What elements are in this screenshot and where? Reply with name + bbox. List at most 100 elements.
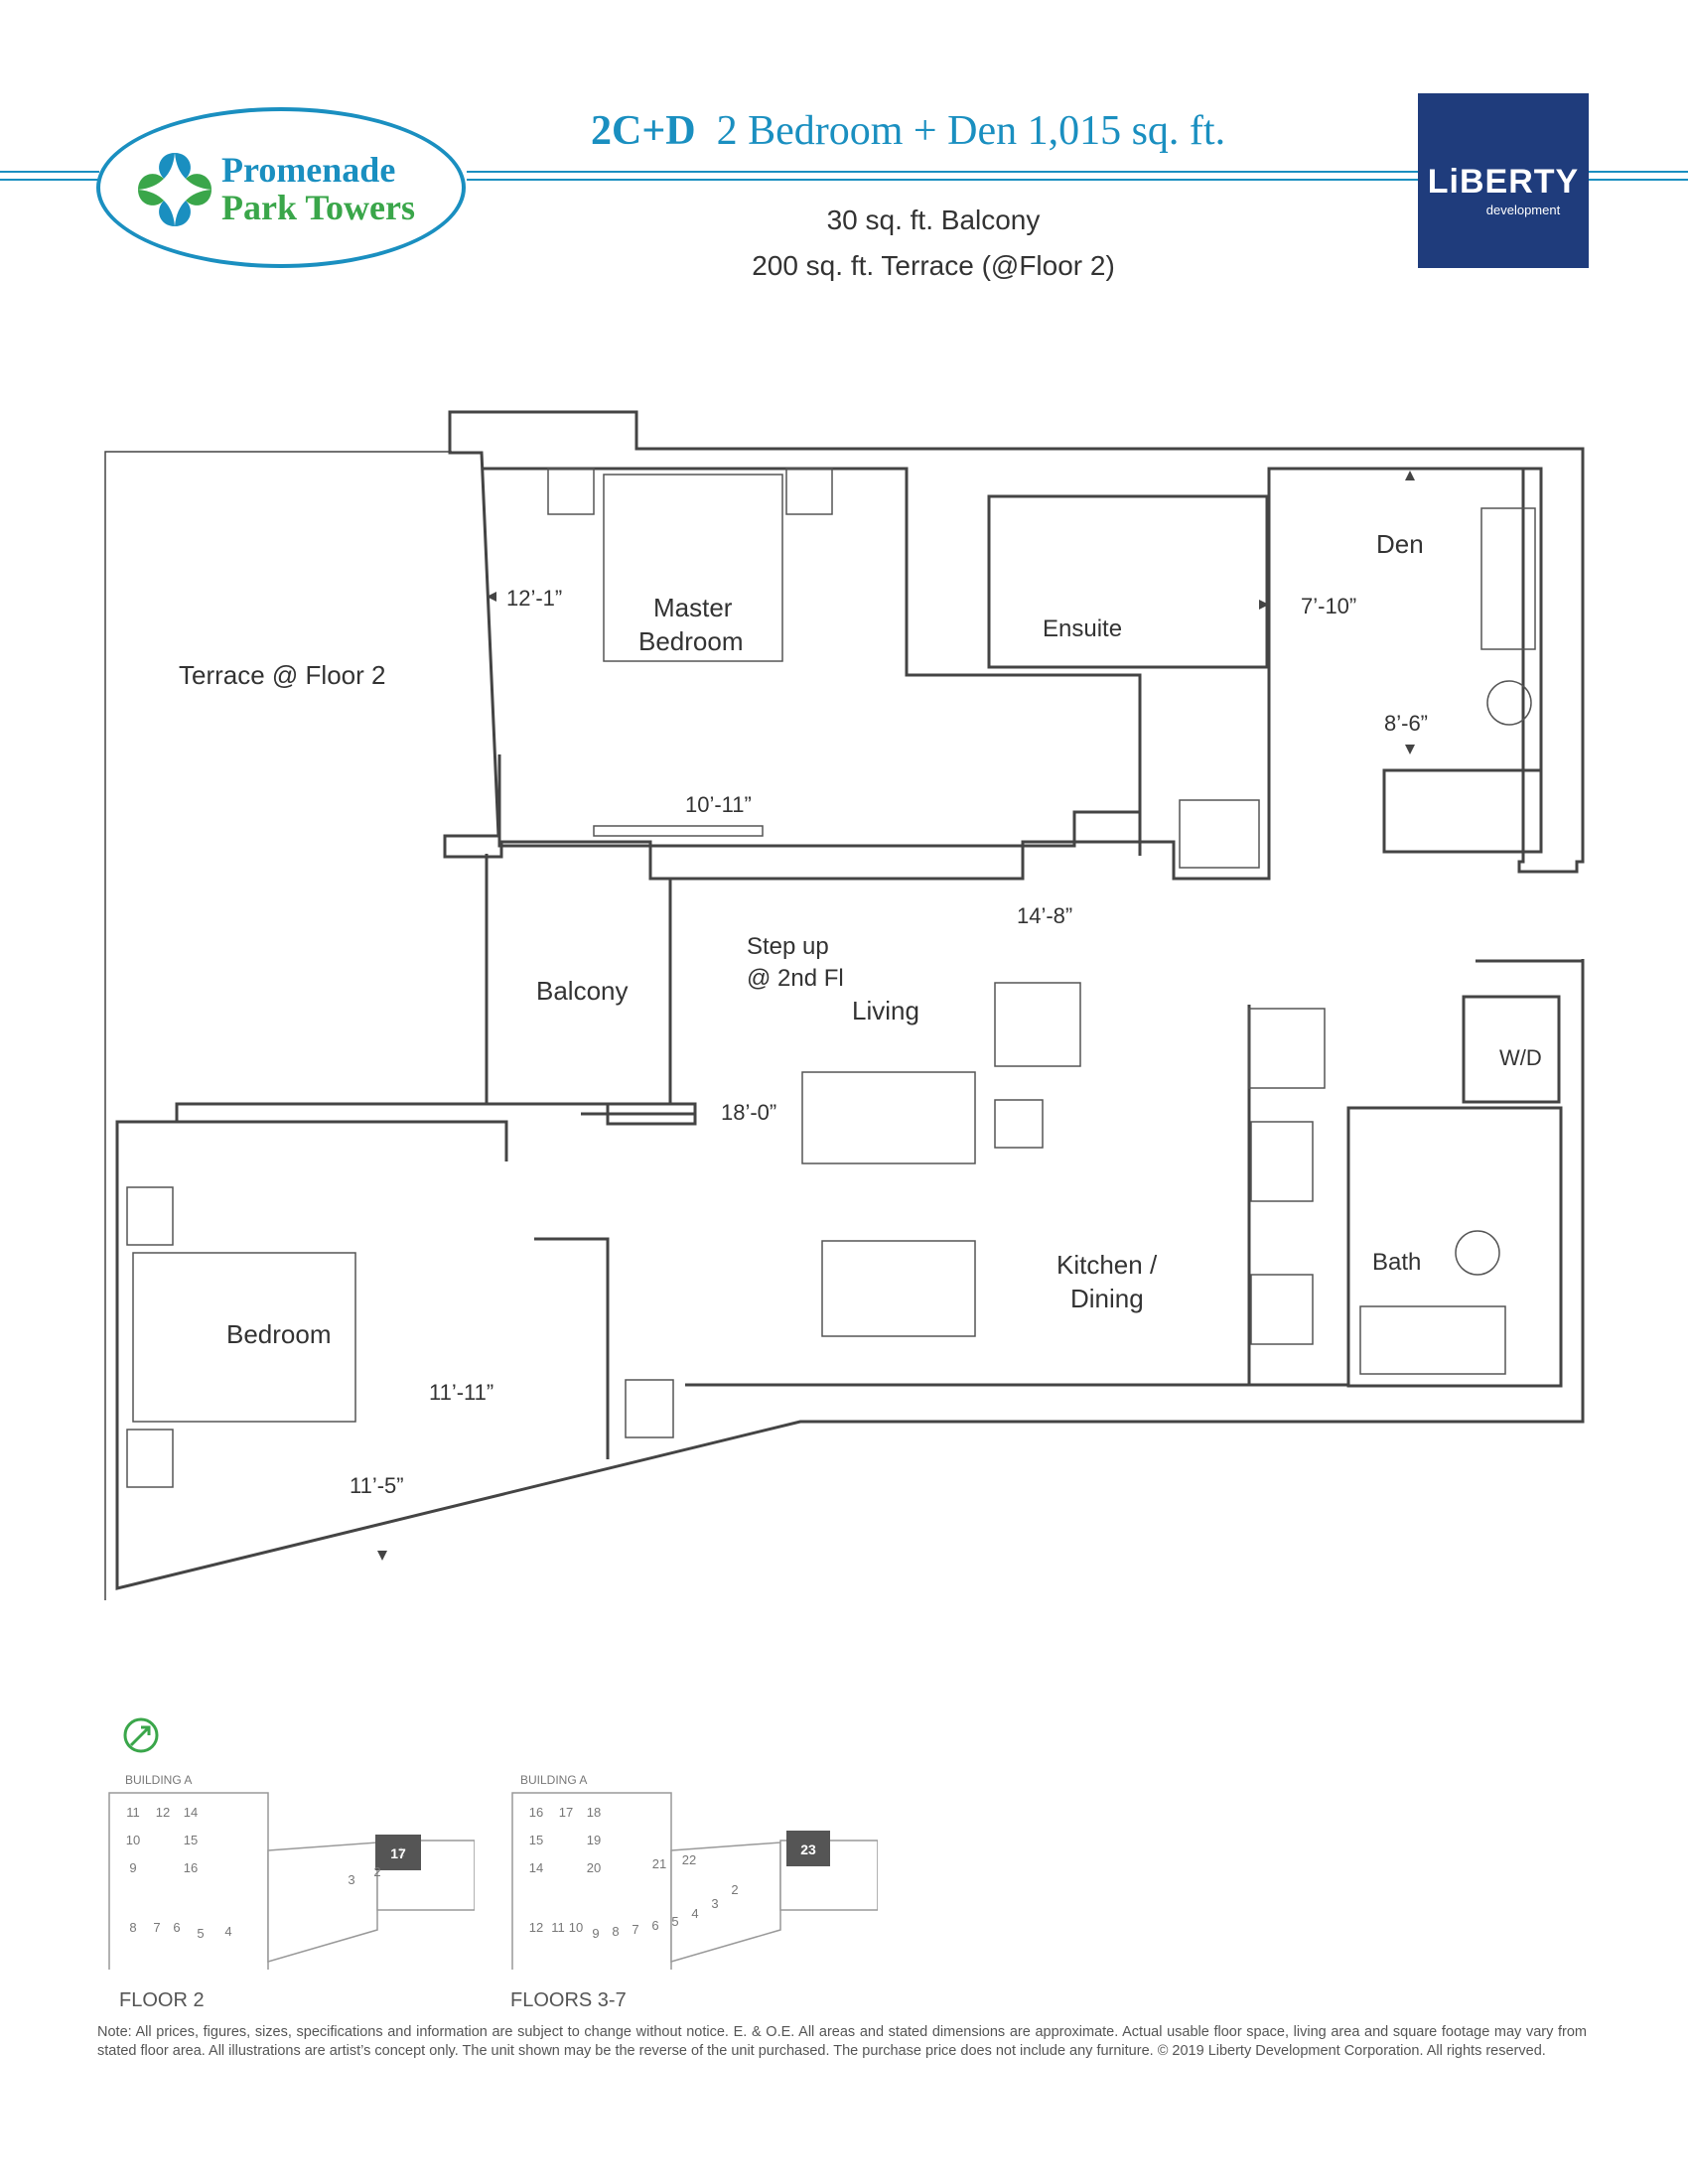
- kitchen-label-2: Dining: [1070, 1284, 1144, 1313]
- unit-title: 2 Bedroom + Den 1,015 sq. ft.: [716, 108, 1226, 154]
- unit-number: 6: [651, 1918, 658, 1933]
- den-label: Den: [1376, 529, 1424, 559]
- master-bed: [603, 474, 783, 662]
- logo-line2: Park Towers: [221, 188, 416, 227]
- side-table: [994, 1099, 1044, 1149]
- toilet: [1455, 1230, 1500, 1276]
- living-tv: [593, 825, 764, 837]
- nightstand: [126, 1186, 174, 1246]
- bath-label: Bath: [1372, 1249, 1422, 1276]
- unit-number: 22: [682, 1852, 696, 1867]
- step-up-label-1: Step up: [747, 933, 829, 960]
- bedroom-closet: [625, 1379, 674, 1438]
- unit-number: 8: [612, 1924, 619, 1939]
- logo-line1: Promenade: [221, 150, 396, 190]
- step-up-label-2: @ 2nd Fl: [747, 965, 844, 992]
- unit-number: 4: [691, 1906, 698, 1921]
- unit-number: 7: [632, 1922, 638, 1937]
- unit-number: 17: [559, 1805, 573, 1820]
- bedroom-closet-wall: [534, 1237, 610, 1459]
- nightstand: [547, 468, 595, 515]
- wd-closet: [1462, 995, 1561, 1104]
- master-bottom-wall: [497, 754, 1140, 848]
- sink: [1250, 1274, 1314, 1345]
- unit-number: 5: [197, 1926, 204, 1941]
- unit-number: 2: [373, 1864, 380, 1879]
- balcony-area: 30 sq. ft. Balcony: [826, 205, 1041, 235]
- unit-number: 15: [184, 1833, 198, 1847]
- header-rule-mid: [467, 171, 1418, 173]
- ensuite-label: Ensuite: [1043, 615, 1123, 642]
- unit-number: 1: [397, 1844, 404, 1859]
- bedroom-width-dim: 11’-11”: [429, 1380, 494, 1405]
- unit-number: 12: [156, 1805, 170, 1820]
- promenade-logo: Promenade Park Towers: [96, 107, 466, 268]
- keyplan2-building: BUILDING A: [520, 1773, 588, 1787]
- liberty-sub: development: [1485, 203, 1561, 217]
- fridge: [1248, 1008, 1326, 1089]
- header-rule-left: [0, 171, 99, 173]
- den-desk: [1480, 507, 1536, 650]
- terrace-label: Terrace @ Floor 2: [179, 660, 386, 690]
- kitchen-wall: [1476, 959, 1585, 1422]
- unit-number: 2: [731, 1882, 738, 1897]
- unit-number: 9: [129, 1860, 136, 1875]
- living-depth-dim: 18’-0”: [721, 1100, 777, 1125]
- highlighted-unit: 23: [800, 1842, 816, 1857]
- living-label: Living: [852, 996, 919, 1025]
- ensuite-room: [987, 494, 1269, 669]
- unit-number: 3: [348, 1872, 354, 1887]
- terrace-outline: [104, 451, 452, 1600]
- linen-closet: [1179, 799, 1260, 869]
- unit-number: 14: [184, 1805, 198, 1820]
- master-inner-wall: [482, 467, 1142, 856]
- unit-number: 1: [800, 1843, 807, 1857]
- unit-number: 5: [671, 1914, 678, 1929]
- header-rule-right: [1589, 171, 1688, 173]
- den-width-dim: 7’-10”: [1301, 594, 1357, 618]
- unit-number: 12: [529, 1920, 543, 1935]
- header-rule-left-2: [0, 179, 99, 181]
- unit-number: 7: [153, 1920, 160, 1935]
- unit-number: 15: [529, 1833, 543, 1847]
- master-width-dim: 12’-1”: [506, 586, 563, 611]
- unit-number: 16: [184, 1860, 198, 1875]
- terrace-area: 200 sq. ft. Terrace (@Floor 2): [752, 250, 1115, 281]
- unit-number: 9: [592, 1926, 599, 1941]
- bath-room: [1346, 1106, 1563, 1388]
- liberty-logo: LiBERTY development: [1418, 93, 1589, 268]
- bedroom-label: Bedroom: [226, 1319, 332, 1349]
- kitchen-label-1: Kitchen /: [1056, 1250, 1158, 1280]
- unit-number: 11: [551, 1920, 565, 1935]
- unit-number: 14: [529, 1860, 543, 1875]
- page-title: 2C+D 2 Bedroom + Den 1,015 sq. ft.: [591, 107, 1225, 155]
- sofa: [801, 1071, 976, 1164]
- header-rule-mid-2: [467, 179, 1418, 181]
- header-rule-right-2: [1589, 179, 1688, 181]
- unit-number: 10: [569, 1920, 583, 1935]
- living-outer-wall: [115, 959, 1585, 1590]
- bathtub: [1359, 1305, 1506, 1375]
- unit-number: 8: [129, 1920, 136, 1935]
- bedroom-wall: [117, 1120, 508, 1161]
- living-inner-wall: [581, 1104, 697, 1126]
- keyplan2-name: FLOORS 3-7: [510, 1989, 627, 2011]
- nightstand: [126, 1429, 174, 1488]
- keyplan1-name: FLOOR 2: [119, 1989, 205, 2011]
- living-width-dim: 14’-8”: [1017, 903, 1073, 928]
- master-label-1: Master: [653, 593, 733, 622]
- unit-number: 3: [711, 1896, 718, 1911]
- unit-number: 21: [652, 1856, 666, 1871]
- master-outer-wall: [443, 410, 1585, 881]
- unit-number: 16: [529, 1805, 543, 1820]
- flower-icon: [138, 153, 211, 226]
- bedroom-bed: [132, 1252, 356, 1423]
- liberty-name: LiBERTY: [1427, 163, 1580, 201]
- unit-number: 18: [587, 1805, 601, 1820]
- north-arrow-icon: [123, 1717, 159, 1753]
- nightstand: [785, 468, 833, 515]
- unit-number: 4: [224, 1924, 231, 1939]
